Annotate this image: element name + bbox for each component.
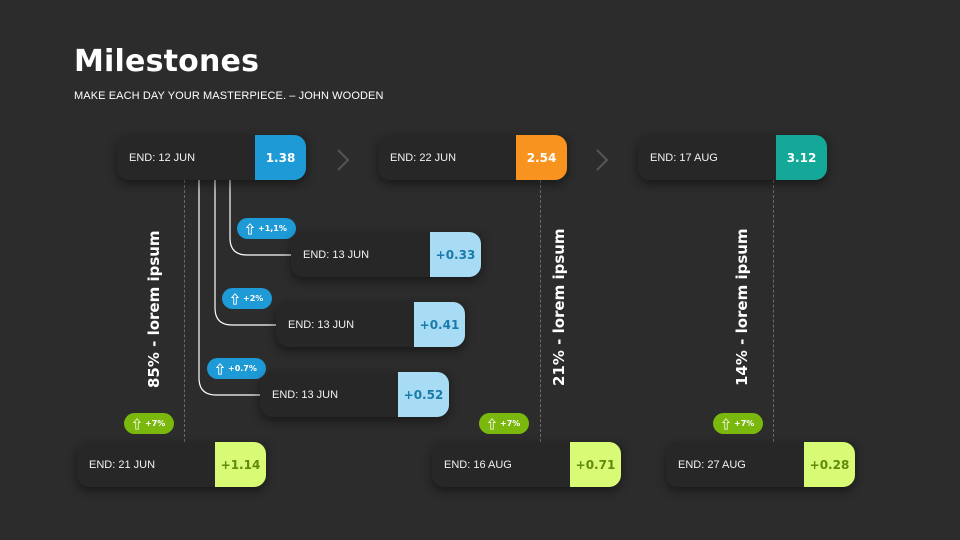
milestone-value: +1.14	[215, 442, 266, 487]
bottom-milestone-card-1[interactable]: END: 21 JUN +1.14	[77, 442, 266, 487]
milestone-date: END: 21 JUN	[89, 458, 156, 471]
growth-badge: +7%	[479, 413, 530, 434]
badge-text: +0.7%	[228, 364, 257, 373]
badge-text: +1,1%	[258, 224, 287, 233]
chevron-right-icon	[337, 149, 350, 171]
arrow-up-icon	[133, 417, 141, 430]
dashed-guide-2	[540, 180, 541, 442]
milestone-card-2[interactable]: END: 22 JUN 2.54	[378, 135, 567, 180]
growth-badge: +1,1%	[237, 218, 296, 239]
growth-badge: +0.7%	[207, 358, 266, 379]
milestone-card-3[interactable]: END: 17 AUG 3.12	[638, 135, 827, 180]
sub-milestone-card-2[interactable]: END: 13 JUN +0.41	[276, 302, 465, 347]
vertical-label-3: 14% - lorem ipsum	[733, 228, 751, 386]
milestone-date: END: 13 JUN	[303, 248, 370, 261]
milestone-value: +0.28	[804, 442, 855, 487]
milestone-value: +0.41	[414, 302, 465, 347]
milestone-date: END: 13 JUN	[288, 318, 355, 331]
milestone-value: +0.33	[430, 232, 481, 277]
vertical-label-2: 21% - lorem ipsum	[550, 228, 568, 386]
arrow-up-icon	[231, 292, 239, 305]
milestone-value: 3.12	[776, 135, 827, 180]
arrow-up-icon	[216, 362, 224, 375]
milestone-date: END: 17 AUG	[650, 151, 718, 164]
milestone-date: END: 13 JUN	[272, 388, 339, 401]
sub-milestone-card-3[interactable]: END: 13 JUN +0.52	[260, 372, 449, 417]
page-subtitle: MAKE EACH DAY YOUR MASTERPIECE. – JOHN W…	[74, 90, 384, 102]
arrow-up-icon	[488, 417, 496, 430]
dashed-guide-1	[184, 180, 185, 442]
dashed-guide-3	[773, 180, 774, 442]
badge-text: +7%	[734, 419, 755, 428]
chevron-right-icon	[596, 149, 609, 171]
badge-text: +2%	[243, 294, 264, 303]
milestone-value: +0.52	[398, 372, 449, 417]
badge-text: +7%	[500, 419, 521, 428]
milestone-date: END: 16 AUG	[444, 458, 512, 471]
milestone-value: 1.38	[255, 135, 306, 180]
bottom-milestone-card-2[interactable]: END: 16 AUG +0.71	[432, 442, 621, 487]
growth-badge: +7%	[124, 413, 175, 434]
milestone-date: END: 22 JUN	[390, 151, 457, 164]
badge-text: +7%	[145, 419, 166, 428]
arrow-up-icon	[246, 222, 254, 235]
milestone-value: +0.71	[570, 442, 621, 487]
milestone-date: END: 12 JUN	[129, 151, 196, 164]
milestone-date: END: 27 AUG	[678, 458, 746, 471]
growth-badge: +7%	[713, 413, 764, 434]
bottom-milestone-card-3[interactable]: END: 27 AUG +0.28	[666, 442, 855, 487]
page-title: Milestones	[74, 44, 260, 79]
sub-milestone-card-1[interactable]: END: 13 JUN +0.33	[291, 232, 481, 277]
arrow-up-icon	[722, 417, 730, 430]
milestone-value: 2.54	[516, 135, 567, 180]
milestone-card-1[interactable]: END: 12 JUN 1.38	[117, 135, 306, 180]
vertical-label-1: 85% - lorem ipsum	[145, 230, 163, 388]
growth-badge: +2%	[222, 288, 273, 309]
